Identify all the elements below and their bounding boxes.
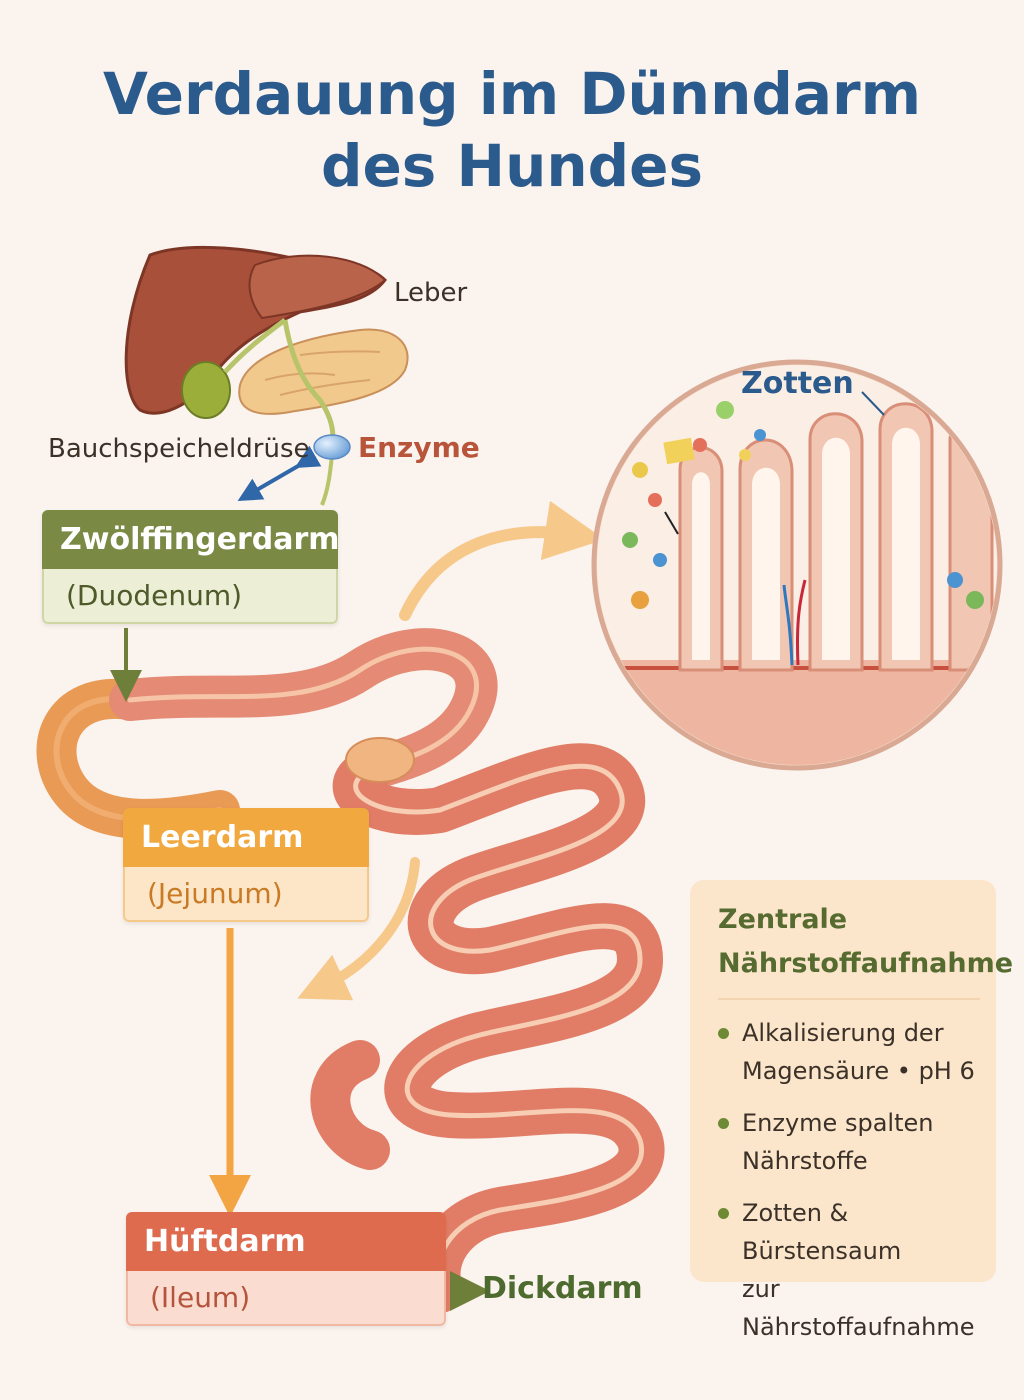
arrow-to-intestine bbox=[297, 857, 420, 1001]
villi-zoom-illustration bbox=[591, 359, 1003, 771]
bullet-dot-icon bbox=[718, 1208, 729, 1219]
jejunum-latin: (Jejunum) bbox=[123, 867, 369, 922]
info-list: Alkalisierung der Magensäure • pH 6 Enzy… bbox=[718, 1014, 980, 1346]
info-item-line: zur Nährstoffaufnahme bbox=[742, 1275, 975, 1341]
info-title-line-2: Nährstoffaufnahme bbox=[718, 948, 1014, 979]
large-intestine-label: Dickdarm bbox=[482, 1271, 643, 1306]
ileum-latin: (Ileum) bbox=[126, 1271, 446, 1326]
villi-label: Zotten bbox=[741, 366, 854, 401]
enzyme-arrow-icon bbox=[237, 445, 322, 502]
duodenum-latin: (Duodenum) bbox=[42, 569, 338, 624]
duodenum-box: Zwölffingerdarm (Duodenum) bbox=[42, 510, 338, 624]
duodenum-name: Zwölffingerdarm bbox=[42, 510, 338, 569]
jejunum-box: Leerdarm (Jejunum) bbox=[123, 808, 369, 922]
info-item-line: Alkalisierung der bbox=[742, 1019, 944, 1047]
bullet-dot-icon bbox=[718, 1028, 729, 1039]
jejunum-name: Leerdarm bbox=[123, 808, 369, 867]
info-title-line-1: Zentrale bbox=[718, 904, 848, 935]
info-item-line: Magensäure • pH 6 bbox=[742, 1057, 975, 1085]
ileum-box: Hüftdarm (Ileum) bbox=[126, 1212, 446, 1326]
info-item-line: Nährstoffe bbox=[742, 1147, 868, 1175]
info-item: Enzyme spalten Nährstoffe bbox=[718, 1104, 980, 1180]
bullet-dot-icon bbox=[718, 1118, 729, 1129]
pancreas-label: Bauchspeicheldrüse bbox=[48, 434, 310, 464]
liver-label: Leber bbox=[394, 278, 468, 308]
info-title: Zentrale Nährstoffaufnahme bbox=[718, 898, 1014, 986]
title-line-1: Verdauung im Dünndarm bbox=[102, 60, 922, 128]
info-item: Alkalisierung der Magensäure • pH 6 bbox=[718, 1014, 980, 1090]
brush-border-pointer-arrow-icon bbox=[664, 511, 679, 535]
title-line-2: des Hundes bbox=[320, 132, 704, 200]
enzyme-bubble-icon bbox=[313, 434, 351, 460]
info-divider bbox=[718, 998, 980, 1000]
gallbladder-illustration bbox=[181, 318, 336, 506]
arrow-to-zoom bbox=[399, 500, 605, 621]
ileum-name: Hüftdarm bbox=[126, 1212, 446, 1271]
enzymes-label: Enzyme bbox=[358, 431, 480, 464]
villi-pointer-arrow-icon bbox=[861, 391, 885, 416]
info-item-line: Zotten & Bürstensaum bbox=[742, 1199, 902, 1265]
info-item-line: Enzyme spalten bbox=[742, 1109, 934, 1137]
info-item: Zotten & Bürstensaum zur Nährstoffaufnah… bbox=[718, 1194, 980, 1346]
page-title: Verdauung im Dünndarm des Hundes bbox=[0, 58, 1024, 202]
info-panel: Zentrale Nährstoffaufnahme Alkalisierung… bbox=[690, 880, 1014, 1341]
